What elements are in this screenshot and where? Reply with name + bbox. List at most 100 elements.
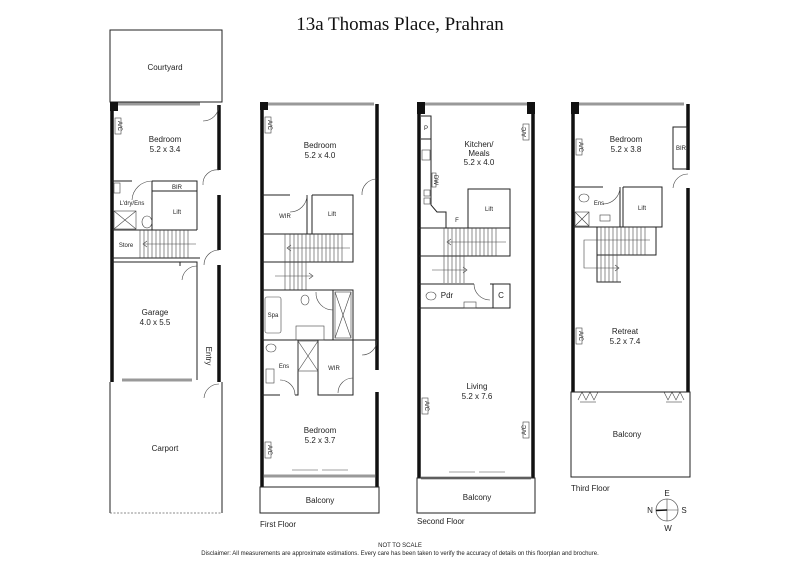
svg-text:A/C: A/C [522, 126, 528, 137]
courtyard-area [109, 29, 223, 103]
ac-unit [575, 327, 583, 345]
svg-text:5.2 x 7.6: 5.2 x 7.6 [462, 392, 493, 401]
floor-label-second: Second Floor [417, 517, 465, 526]
svg-text:5.2 x 4.0: 5.2 x 4.0 [464, 158, 495, 167]
ac-unit [522, 421, 530, 439]
svg-text:WIR: WIR [279, 214, 291, 220]
svg-text:Spa: Spa [268, 313, 279, 319]
door-swing [361, 178, 378, 196]
room-label-store: Store [119, 243, 134, 249]
balcony-area [416, 477, 536, 514]
floor-label-third: Third Floor [571, 484, 610, 493]
shower [297, 340, 319, 372]
carport-edge [109, 382, 223, 513]
staircase [419, 227, 511, 283]
svg-text:DW: DW [432, 175, 438, 185]
room-label-carport: Carport [152, 444, 179, 453]
basin [463, 301, 477, 309]
toilet [578, 193, 590, 203]
toilet [141, 215, 153, 229]
svg-text:Balcony: Balcony [463, 493, 491, 502]
basin [599, 214, 611, 222]
partition [112, 180, 198, 231]
balcony-area [259, 486, 380, 514]
wall [571, 104, 690, 392]
room-label-garage: Garage [142, 308, 169, 317]
room-label-lift: Lift [173, 210, 181, 216]
ac-unit [264, 441, 272, 459]
vanity [295, 325, 325, 341]
svg-text:Ens: Ens [594, 201, 604, 207]
toilet [425, 291, 437, 301]
compass-south: S [681, 506, 686, 515]
wall [417, 104, 535, 478]
svg-text:Balcony: Balcony [613, 430, 641, 439]
svg-text:A/C: A/C [116, 121, 122, 132]
svg-text:Bedroom: Bedroom [304, 426, 337, 435]
ac-unit [114, 117, 122, 135]
svg-text:Kitchen/: Kitchen/ [465, 140, 495, 149]
shower [334, 291, 352, 339]
shower [574, 211, 590, 227]
balcony-area [570, 391, 691, 478]
room-label-laundry-ensuite: L'dry/Ens [120, 201, 145, 207]
second-floor-plan: A/C A/C A/C Kitchen/ Meals 5.2 x 4 [416, 102, 536, 526]
svg-text:A/C: A/C [522, 424, 528, 435]
svg-text:F: F [455, 218, 459, 224]
room-label-courtyard: Courtyard [147, 63, 182, 72]
partition [112, 261, 198, 380]
svg-text:Retreat: Retreat [612, 327, 639, 336]
svg-text:Bedroom: Bedroom [610, 135, 643, 144]
room-label-entry: Entry [204, 347, 213, 366]
door-swing [473, 283, 491, 301]
room-dimensions: 5.2 x 3.4 [150, 145, 181, 154]
svg-text:5.2 x 4.0: 5.2 x 4.0 [305, 151, 336, 160]
svg-text:A/C: A/C [266, 120, 272, 131]
svg-text:A/C: A/C [577, 142, 583, 153]
compass-east: E [664, 489, 669, 498]
compass-north: N [647, 506, 653, 515]
wall [260, 104, 379, 487]
first-floor-plan: A/C [259, 102, 380, 529]
compass-rose: E N S W [647, 489, 687, 533]
svg-text:C: C [498, 291, 504, 300]
door-swing [181, 265, 198, 281]
room-label-bir: BIR [172, 185, 183, 191]
svg-text:Lift: Lift [638, 206, 646, 212]
door-swing [279, 379, 296, 396]
svg-text:5.2 x 3.8: 5.2 x 3.8 [611, 145, 642, 154]
page-title: 13a Thomas Place, Prahran [296, 14, 504, 35]
door-swing [361, 339, 378, 356]
svg-text:Pdr: Pdr [441, 291, 454, 300]
shower [113, 210, 137, 230]
svg-text:5.2 x 3.7: 5.2 x 3.7 [305, 436, 336, 445]
staircase [112, 230, 200, 259]
door-swing [202, 104, 220, 122]
toilet [265, 343, 277, 353]
svg-text:Balcony: Balcony [306, 496, 334, 505]
room-label-bedroom: Bedroom [149, 135, 182, 144]
svg-text:A/C: A/C [266, 445, 272, 456]
wall-pier [110, 102, 118, 111]
svg-text:BIR: BIR [676, 146, 687, 152]
svg-text:5.2 x 7.4: 5.2 x 7.4 [610, 337, 641, 346]
ac-unit [522, 123, 530, 141]
third-floor-plan: A/C A/C Bedroom 5.2 x 3.8 BIR Ens [570, 102, 691, 493]
staircase [262, 234, 354, 290]
spa-bath [264, 296, 282, 334]
ac-unit [575, 138, 583, 156]
svg-text:Meals: Meals [468, 149, 489, 158]
cooktop [421, 149, 431, 161]
svg-text:Ens: Ens [279, 364, 289, 370]
toilet [300, 294, 310, 306]
svg-text:Lift: Lift [328, 212, 336, 218]
scale-note: NOT TO SCALE [378, 543, 422, 549]
room-dimensions: 4.0 x 5.5 [140, 318, 171, 327]
door-swing [337, 377, 354, 394]
ac-unit [264, 116, 272, 134]
floor-label-first: First Floor [260, 520, 296, 529]
bifold-door [577, 391, 599, 401]
bifold-door [663, 391, 685, 401]
built-in-robe [672, 126, 688, 170]
disclaimer: Disclaimer: All measurements are approxi… [201, 551, 599, 557]
